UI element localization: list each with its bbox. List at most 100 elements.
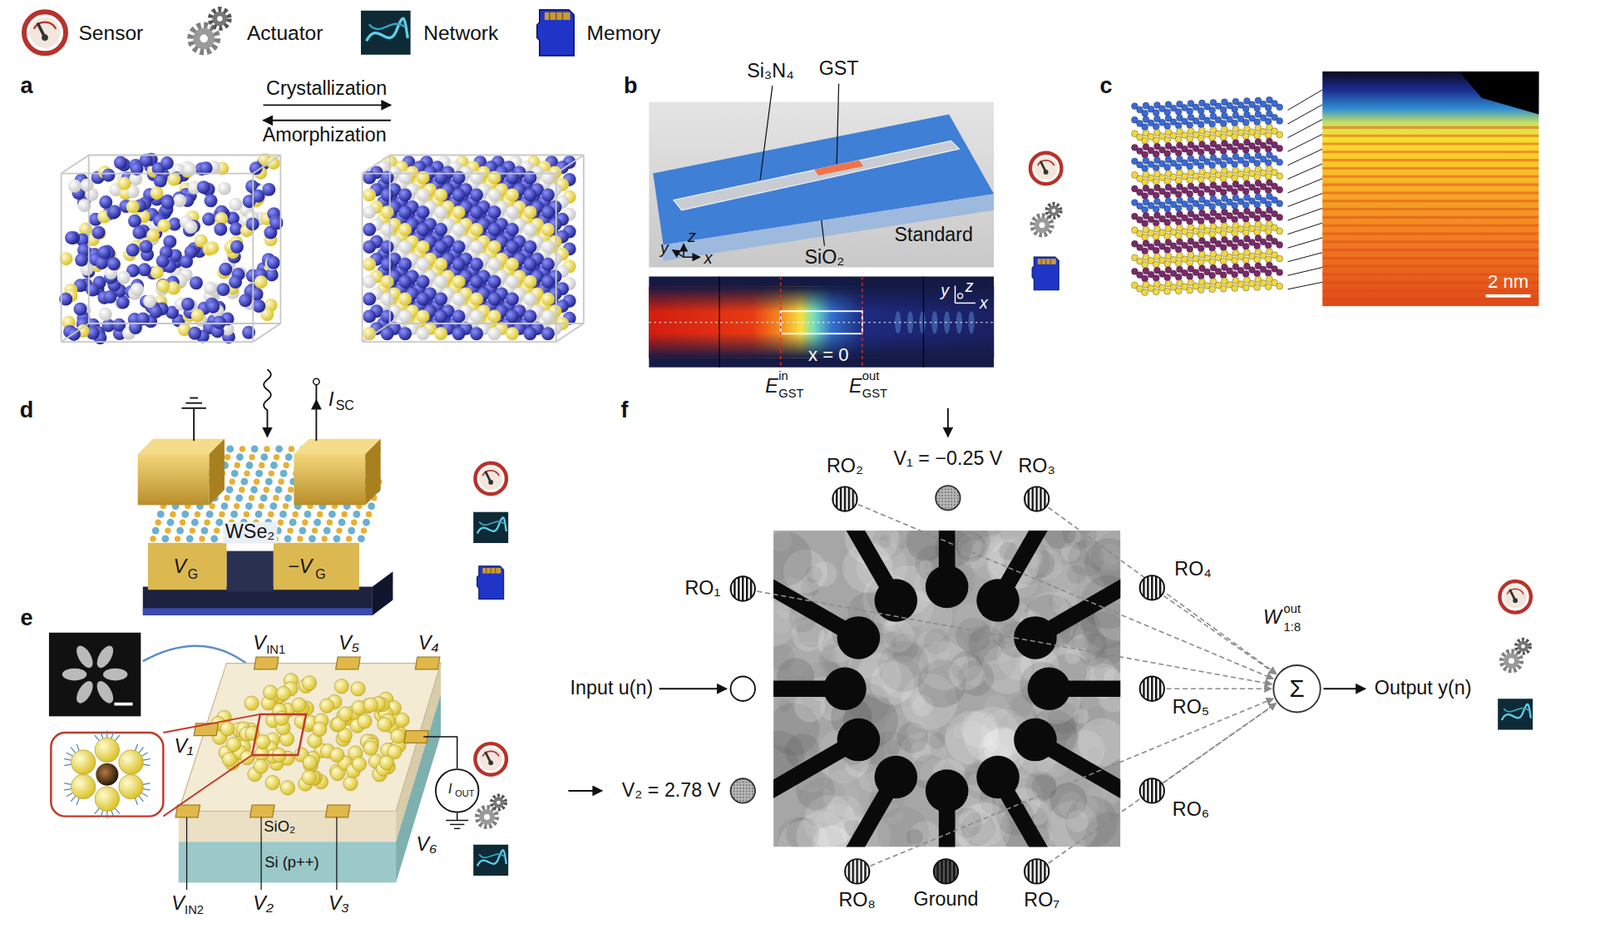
atom bbox=[452, 187, 466, 202]
lattice-atom bbox=[253, 478, 260, 484]
leader-line bbox=[1288, 133, 1324, 152]
atom bbox=[1254, 228, 1261, 236]
atom bbox=[1264, 187, 1272, 194]
cube-edge bbox=[362, 340, 557, 343]
gst-outline bbox=[780, 311, 863, 334]
lattice-atom bbox=[292, 511, 299, 518]
leader-line bbox=[1288, 163, 1324, 179]
nanoparticle bbox=[70, 750, 95, 775]
atom bbox=[469, 326, 484, 341]
atom bbox=[1152, 233, 1160, 241]
atom bbox=[1231, 188, 1239, 196]
network-icon bbox=[1497, 698, 1533, 730]
atom bbox=[1141, 123, 1149, 131]
lattice-fringe bbox=[1322, 256, 1539, 260]
lattice-atom bbox=[277, 478, 284, 484]
ground-symbol bbox=[181, 407, 206, 410]
lattice-fringe bbox=[1322, 158, 1539, 162]
atom bbox=[380, 309, 395, 323]
atom bbox=[1242, 118, 1250, 126]
lattice-atom bbox=[221, 502, 229, 510]
atom bbox=[1175, 260, 1182, 267]
atom bbox=[1231, 216, 1239, 223]
atom bbox=[1197, 121, 1205, 129]
atom bbox=[505, 292, 519, 307]
atom bbox=[1141, 233, 1149, 241]
gst-cell bbox=[814, 160, 864, 176]
lattice-atom bbox=[255, 469, 263, 478]
lattice-atom bbox=[335, 527, 342, 534]
ground-symbol bbox=[454, 828, 460, 830]
terminal bbox=[313, 378, 320, 385]
atom bbox=[434, 205, 448, 219]
atom bbox=[167, 172, 181, 187]
lattice-atom bbox=[287, 486, 294, 493]
ground-wire bbox=[456, 813, 458, 821]
ligand bbox=[138, 747, 144, 754]
lattice-atom bbox=[181, 510, 189, 519]
nanoparticle bbox=[253, 759, 268, 774]
atom bbox=[128, 214, 142, 228]
ligand bbox=[76, 798, 80, 805]
cube-edge bbox=[280, 155, 282, 324]
atom bbox=[1276, 227, 1284, 235]
ligand bbox=[64, 789, 71, 791]
atom bbox=[138, 262, 152, 277]
lattice-atom bbox=[345, 535, 352, 542]
lattice-fringe bbox=[1322, 183, 1539, 187]
atom bbox=[505, 275, 519, 289]
atom bbox=[434, 257, 448, 272]
nanoparticle bbox=[363, 740, 378, 756]
ligand bbox=[76, 744, 80, 751]
lattice-atom bbox=[233, 503, 240, 509]
electrode-pad bbox=[175, 804, 200, 818]
nanoparticle bbox=[377, 717, 392, 732]
center-line bbox=[648, 321, 994, 323]
leader-line bbox=[836, 83, 839, 165]
atom bbox=[452, 275, 466, 289]
atom bbox=[488, 275, 502, 289]
cube-edge bbox=[362, 155, 391, 174]
lattice-atom bbox=[152, 527, 160, 535]
atom bbox=[1276, 200, 1284, 208]
atom bbox=[380, 292, 395, 307]
atom bbox=[117, 271, 131, 285]
atom bbox=[1186, 135, 1194, 143]
atom bbox=[541, 205, 555, 219]
actuator-icon bbox=[1032, 203, 1061, 235]
particle-inset bbox=[50, 732, 163, 817]
atom bbox=[228, 197, 242, 212]
atom bbox=[1254, 118, 1261, 126]
position-marker bbox=[780, 276, 781, 368]
lattice-atom bbox=[161, 534, 169, 543]
atom bbox=[91, 226, 105, 240]
atom bbox=[1141, 137, 1149, 144]
atom bbox=[1197, 258, 1205, 266]
atom bbox=[1197, 107, 1205, 114]
atom bbox=[1164, 177, 1171, 185]
axis-arrow bbox=[682, 243, 684, 257]
atom bbox=[230, 240, 244, 254]
lattice-atom bbox=[350, 519, 357, 526]
atom bbox=[1231, 271, 1239, 278]
atom bbox=[1209, 162, 1216, 169]
atom bbox=[1164, 205, 1171, 213]
atom bbox=[541, 257, 555, 272]
atom bbox=[213, 222, 228, 237]
current-arrow bbox=[315, 400, 317, 441]
ligand bbox=[70, 795, 76, 802]
atom bbox=[1242, 160, 1250, 168]
lattice-atom bbox=[179, 519, 186, 526]
atom bbox=[434, 187, 448, 202]
lattice-atom bbox=[186, 534, 194, 543]
atom bbox=[1164, 163, 1171, 171]
atom bbox=[64, 231, 79, 245]
atom bbox=[380, 187, 395, 202]
lattice-atom bbox=[279, 510, 287, 519]
atom bbox=[1197, 231, 1205, 238]
atom bbox=[362, 187, 376, 202]
actuator-icon bbox=[190, 9, 229, 52]
atom bbox=[160, 156, 174, 170]
nanoparticle bbox=[390, 729, 405, 744]
lattice-fringe bbox=[1322, 175, 1539, 178]
